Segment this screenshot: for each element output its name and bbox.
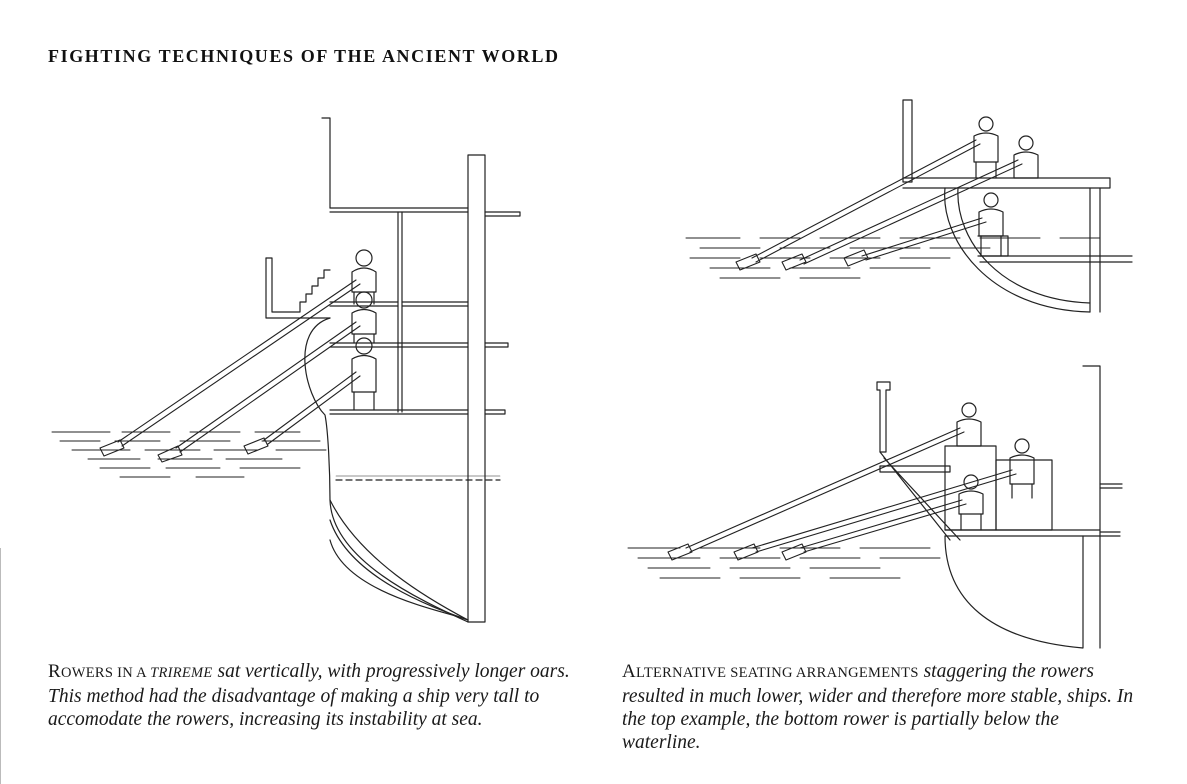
hull-curve	[944, 187, 1091, 313]
hull-bowl	[944, 535, 1084, 649]
oars-left	[99, 279, 361, 463]
hull-outline	[304, 317, 469, 623]
caption-body: sat vertically, with progressively longe…	[48, 661, 570, 730]
post	[902, 99, 913, 183]
rower-lower	[958, 474, 984, 531]
page-edge-mark	[0, 548, 4, 784]
hull-post	[467, 154, 486, 623]
caption-seating: ALTERNATIVE SEATING ARRANGEMENTS stagger…	[622, 660, 1142, 754]
staggered-top-illustration	[685, 99, 1133, 313]
caption-trireme: ROWERS IN A TRIREME sat vertically, with…	[48, 660, 588, 731]
oars-bottom	[667, 427, 1017, 561]
water-lines	[685, 237, 1101, 279]
rower-low	[978, 192, 1004, 257]
rower-mid	[1013, 135, 1039, 179]
staggered-bottom-illustration	[627, 365, 1123, 649]
trireme-vertical-illustration	[51, 117, 521, 623]
rower-high	[973, 116, 999, 179]
rower-top	[351, 249, 377, 305]
rower-upper	[956, 402, 982, 447]
caption-lead: ROWERS IN A TRIREME	[48, 661, 213, 682]
rower-middle	[351, 291, 377, 344]
oars-top	[735, 139, 1023, 271]
caption-body: staggering the rowers resulted in much l…	[622, 661, 1134, 753]
rower-bottom	[351, 337, 377, 411]
stern-post	[321, 117, 331, 209]
rower-right	[1009, 438, 1035, 499]
page-title: FIGHTING TECHNIQUES OF THE ANCIENT WORLD	[48, 46, 560, 66]
tall-post	[1082, 365, 1101, 649]
water-lines	[627, 547, 941, 579]
caption-lead: ALTERNATIVE SEATING ARRANGEMENTS	[622, 661, 919, 682]
stairs	[265, 257, 331, 313]
